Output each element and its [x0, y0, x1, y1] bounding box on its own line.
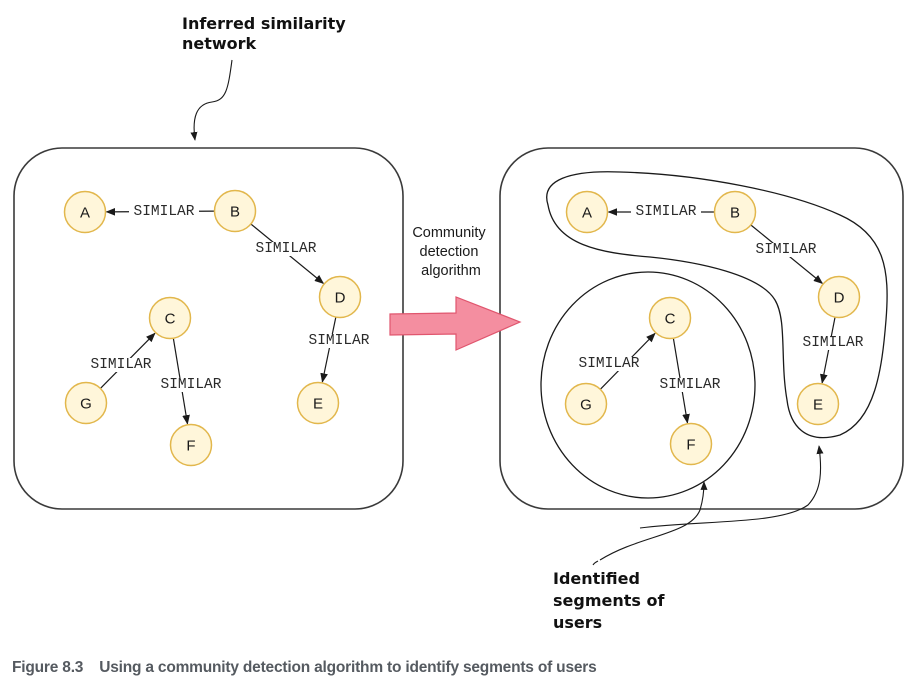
edge-label-bg [306, 334, 372, 348]
edge-label-bg [576, 357, 642, 371]
algorithm-label: Community detection algorithm [412, 225, 489, 279]
community-outline-cgf [540, 271, 756, 499]
node-d: D [817, 275, 861, 319]
node-b: B [213, 189, 257, 233]
node-label: C [665, 311, 676, 328]
node-f: F [669, 422, 713, 466]
node-label: F [686, 437, 695, 454]
node-e: E [296, 381, 340, 425]
right-graph: SIMILAR SIMILAR SIMILAR SIMILAR SIMILAR A B C D E… [564, 190, 866, 466]
edge-label-g-c: SIMILAR [579, 356, 640, 372]
node-circle [63, 190, 107, 234]
node-f: F [169, 423, 213, 467]
node-circle [648, 296, 692, 340]
node-label: D [335, 290, 346, 307]
node-label: G [80, 396, 92, 413]
node-a: A [565, 190, 609, 234]
node-circle [64, 381, 108, 425]
node-c: C [148, 296, 192, 340]
node-label: E [313, 396, 323, 413]
edge-label-bg [253, 242, 319, 256]
node-label: B [230, 204, 240, 221]
callout-pointer-top [190, 59, 233, 141]
transform-arrow [389, 296, 522, 351]
node-c: C [648, 296, 692, 340]
node-g: G [564, 382, 608, 426]
node-circle [669, 422, 713, 466]
edge-label-d-e: SIMILAR [803, 335, 864, 351]
node-circle [296, 381, 340, 425]
figure-number: Figure 8.3 [12, 659, 84, 676]
edge-label-bg [657, 378, 723, 392]
figure-caption-text: Using a community detection algorithm to… [99, 659, 597, 676]
node-a: A [63, 190, 107, 234]
node-label: A [80, 205, 90, 222]
edge-label-c-f: SIMILAR [660, 377, 721, 393]
node-label: D [834, 290, 845, 307]
node-e: E [796, 382, 840, 426]
node-circle [565, 190, 609, 234]
node-label: E [813, 397, 823, 414]
node-circle [564, 382, 608, 426]
node-circle [213, 189, 257, 233]
node-label: G [580, 397, 592, 414]
callout-pointer-community-1 [639, 445, 824, 529]
node-circle [148, 296, 192, 340]
edge-label-bg [88, 358, 154, 372]
edge-label-bg [158, 378, 224, 392]
node-label: F [186, 438, 195, 455]
node-d: D [318, 275, 362, 319]
edge-label-b-d: SIMILAR [256, 241, 317, 257]
edge-d-e [320, 316, 337, 383]
figure-caption: Figure 8.3 Using a community detection al… [12, 659, 597, 677]
node-label: C [165, 311, 176, 328]
callout-pointer-community-2 [599, 481, 708, 561]
edge-label-b-d: SIMILAR [756, 242, 817, 258]
node-circle [713, 190, 757, 234]
edge-label-b-a: SIMILAR [134, 204, 195, 220]
node-g: G [64, 381, 108, 425]
edge-label-bg [753, 243, 819, 257]
node-circle [817, 275, 861, 319]
community-outline-abde [546, 171, 888, 439]
edge-label-d-e: SIMILAR [309, 333, 370, 349]
callout-inferred-network: Inferred similarity network [182, 14, 351, 53]
node-circle [318, 275, 362, 319]
callout-leader [592, 560, 599, 566]
edge-label-bg [800, 336, 866, 350]
edge-label-b-a: SIMILAR [636, 204, 697, 220]
edge-label-bg [631, 205, 701, 219]
edge-d-e [820, 317, 836, 384]
node-circle [796, 382, 840, 426]
callout-identified-segments: Identified segments of users [553, 569, 670, 632]
node-circle [169, 423, 213, 467]
edge-label-bg [129, 205, 199, 219]
node-b: B [713, 190, 757, 234]
edge-label-g-c: SIMILAR [91, 357, 152, 373]
node-label: B [730, 205, 740, 222]
edge-label-c-f: SIMILAR [161, 377, 222, 393]
node-label: A [582, 205, 592, 222]
left-graph: SIMILAR SIMILAR SIMILAR SIMILAR SIMILAR A B C D E… [63, 189, 372, 467]
